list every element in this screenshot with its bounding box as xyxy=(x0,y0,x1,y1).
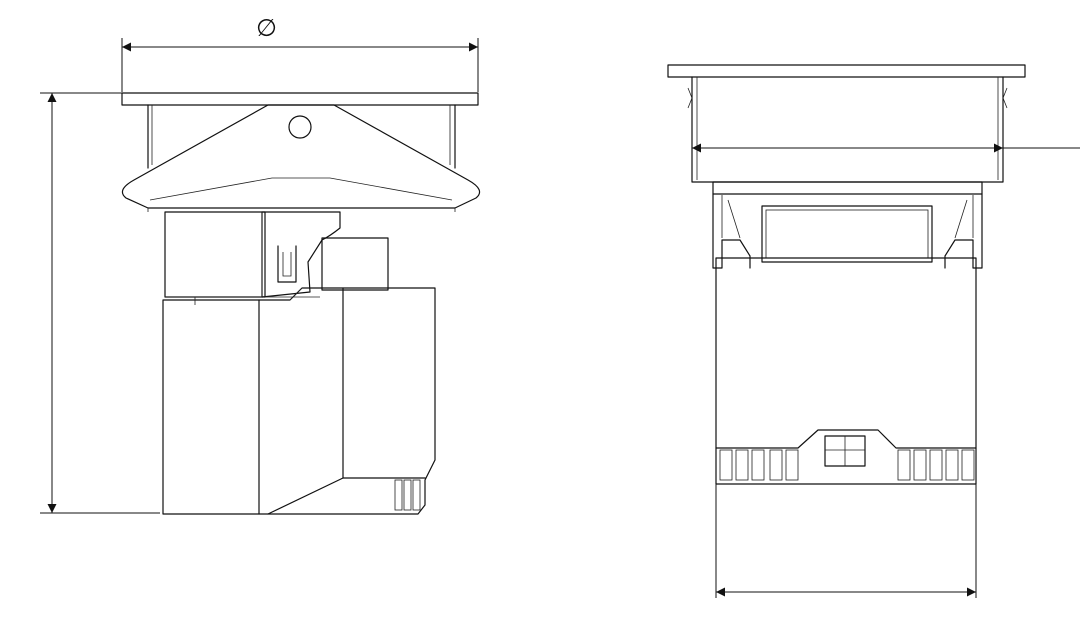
terminal-fins xyxy=(715,429,977,481)
side-view: ∅ xyxy=(40,14,481,515)
middle-section xyxy=(164,211,389,298)
lower-body xyxy=(162,287,436,515)
front-lower-body xyxy=(715,257,977,485)
bottom-width-dimension xyxy=(715,484,977,598)
diameter-symbol: ∅ xyxy=(256,14,277,42)
front-view xyxy=(667,64,1080,598)
indicator-hole xyxy=(288,115,312,139)
hood xyxy=(121,104,481,212)
upper-housing xyxy=(147,104,456,169)
diameter-dimension: ∅ xyxy=(121,14,479,92)
front-upper-housing xyxy=(687,76,1008,183)
front-clip-area xyxy=(712,181,983,269)
front-flange xyxy=(667,64,1026,78)
height-dimension xyxy=(40,92,160,514)
top-flange xyxy=(121,92,479,106)
